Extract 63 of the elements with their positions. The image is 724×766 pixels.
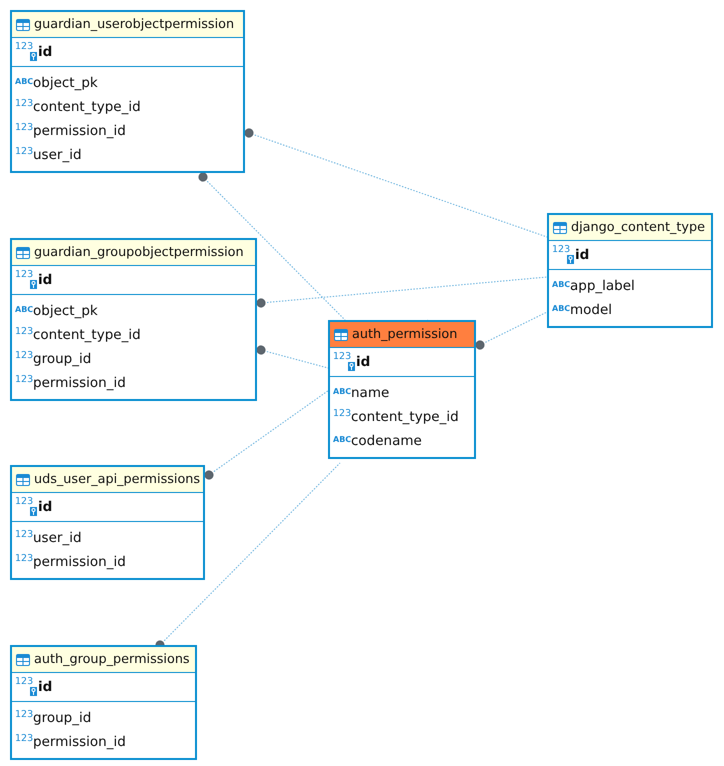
column-name: object_pk	[33, 303, 98, 319]
type-label: 123	[15, 326, 33, 337]
column-name: group_id	[33, 351, 92, 367]
relationship-line	[244, 128, 548, 238]
table-name: guardian_groupobjectpermission	[34, 245, 244, 260]
relationship-line	[256, 276, 548, 308]
table-box	[10, 465, 205, 580]
primary-key-column: id	[38, 499, 52, 515]
column-name: content_type_id	[33, 99, 141, 115]
table-name: uds_user_api_permissions	[34, 472, 200, 487]
type-label: 123	[15, 374, 33, 385]
type-label: ABC	[552, 280, 570, 289]
primary-key-column: id	[575, 247, 590, 263]
column-name: user_id	[33, 530, 82, 546]
type-label: 123	[15, 529, 33, 540]
column-name: permission_id	[33, 375, 126, 391]
primary-key-column: id	[38, 272, 52, 288]
column-name: permission_id	[33, 734, 126, 750]
table-box	[10, 10, 245, 173]
relationship-line	[256, 345, 328, 368]
table-name: django_content_type	[571, 220, 705, 235]
type-label: 123	[333, 351, 351, 362]
type-label: 123	[15, 496, 33, 507]
column-name: model	[570, 302, 612, 318]
column-name: app_label	[570, 278, 635, 294]
relationship-line	[475, 312, 548, 350]
table-name: auth_permission	[352, 327, 458, 342]
type-label: ABC	[552, 304, 570, 313]
column-name: name	[351, 385, 390, 401]
column-name: permission_id	[33, 554, 126, 570]
type-label: 123	[15, 41, 33, 52]
type-label: 123	[15, 709, 33, 720]
relationship-line	[198, 172, 346, 320]
type-label: 123	[15, 98, 33, 109]
table-name: auth_group_permissions	[34, 652, 190, 667]
table-box	[10, 645, 197, 760]
table-box	[10, 238, 257, 401]
type-label: 123	[552, 244, 570, 255]
type-label: 123	[15, 350, 33, 361]
column-name: content_type_id	[351, 409, 459, 425]
table-name: guardian_userobjectpermission	[34, 17, 234, 32]
type-label: 123	[15, 733, 33, 744]
type-label: ABC	[15, 77, 33, 86]
column-name: group_id	[33, 710, 92, 726]
table-box	[547, 213, 713, 328]
type-label: 123	[15, 146, 33, 157]
column-name: permission_id	[33, 123, 126, 139]
primary-key-column: id	[38, 44, 52, 60]
type-label: 123	[15, 269, 33, 280]
type-label: ABC	[333, 435, 351, 444]
type-label: 123	[333, 408, 351, 419]
table-box	[328, 320, 476, 459]
column-name: content_type_id	[33, 327, 141, 343]
primary-key-column: id	[38, 679, 52, 695]
column-name: codename	[351, 433, 422, 449]
type-label: 123	[15, 676, 33, 687]
type-label: ABC	[15, 305, 33, 314]
type-label: 123	[15, 553, 33, 564]
type-label: ABC	[333, 387, 351, 396]
column-name: object_pk	[33, 75, 98, 91]
column-name: user_id	[33, 147, 82, 163]
primary-key-column: id	[356, 354, 370, 370]
type-label: 123	[15, 122, 33, 133]
